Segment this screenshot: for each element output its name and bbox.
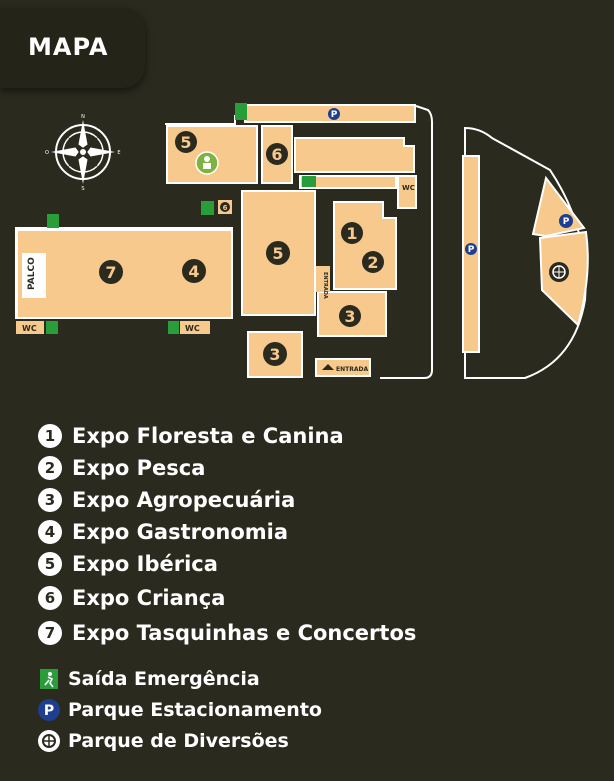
playground-icon bbox=[195, 151, 219, 175]
parking-icon: P bbox=[328, 108, 340, 120]
wc-right bbox=[397, 175, 417, 209]
emergency-exit-icon bbox=[302, 176, 316, 187]
entrance-side-label: ENTRADA bbox=[322, 272, 328, 299]
svg-text:2: 2 bbox=[367, 253, 378, 272]
area-number-4: 4 bbox=[182, 259, 206, 283]
emergency-exit-icon bbox=[47, 214, 59, 228]
area-top-right bbox=[294, 137, 415, 173]
area-number-3-right: 3 bbox=[339, 305, 361, 327]
legend-service: P Parque Estacionamento bbox=[38, 699, 322, 721]
wc-mid bbox=[180, 321, 210, 334]
map-title: MAPA bbox=[28, 33, 109, 61]
svg-text:3: 3 bbox=[344, 307, 355, 326]
stage bbox=[22, 253, 46, 298]
wc-right-label: WC bbox=[402, 184, 415, 192]
amusement-park-icon bbox=[549, 262, 569, 282]
compass-n: N bbox=[81, 114, 85, 120]
emergency-exit-icon bbox=[46, 321, 58, 334]
svg-text:6: 6 bbox=[271, 145, 282, 164]
svg-text:4: 4 bbox=[188, 262, 199, 281]
svg-text:3: 3 bbox=[269, 345, 280, 364]
area-number-6-small: 6 bbox=[218, 200, 232, 214]
svg-text:7: 7 bbox=[105, 263, 116, 282]
area-number-3-left: 3 bbox=[263, 342, 287, 366]
area-7 bbox=[16, 229, 233, 319]
area-exit-strip bbox=[299, 175, 397, 189]
svg-text:P: P bbox=[331, 110, 338, 120]
entrance-side-box bbox=[316, 266, 330, 292]
svg-text:5: 5 bbox=[272, 244, 283, 263]
area-number-5-top: 5 bbox=[175, 131, 197, 153]
area-number-1: 1 bbox=[341, 222, 363, 244]
wc-left-label: WC bbox=[22, 324, 37, 333]
svg-text:6: 6 bbox=[223, 204, 228, 212]
emergency-exit-icon bbox=[168, 321, 179, 334]
parking-icon: P bbox=[559, 214, 573, 228]
area-number-6: 6 bbox=[266, 143, 288, 165]
compass-s: S bbox=[81, 186, 84, 192]
area-number-7: 7 bbox=[99, 260, 123, 284]
emergency-exit-icon bbox=[235, 103, 247, 120]
svg-text:P: P bbox=[563, 217, 570, 227]
entrance-label-box bbox=[315, 358, 371, 377]
venue-map: N S E O PALCO WC WC WC ENTRADA ENTRADA bbox=[15, 103, 589, 379]
svg-text:5: 5 bbox=[180, 133, 191, 152]
emergency-exit-icon bbox=[38, 668, 60, 690]
legend-service: Parque de Diversões bbox=[38, 730, 289, 752]
svg-text:1: 1 bbox=[346, 224, 357, 243]
area-1-2 bbox=[333, 201, 397, 290]
parking-icon: P bbox=[38, 699, 60, 721]
parking-icon: P bbox=[465, 243, 477, 255]
wc-left bbox=[16, 321, 44, 334]
svg-text:P: P bbox=[44, 703, 54, 719]
stage-label: PALCO bbox=[27, 257, 37, 290]
entrance-label: ENTRADA bbox=[336, 366, 368, 373]
map-title-tab: MAPA bbox=[0, 8, 145, 88]
wc-mid-label: WC bbox=[185, 324, 200, 333]
legend-service: Saída Emergência bbox=[38, 668, 260, 690]
entrance-arrow-icon bbox=[322, 364, 334, 370]
parking-side bbox=[531, 175, 586, 238]
compass-e: E bbox=[117, 150, 120, 156]
svg-text:P: P bbox=[468, 245, 475, 255]
playground-icon bbox=[38, 730, 60, 752]
compass-w: O bbox=[45, 150, 49, 156]
area-number-2: 2 bbox=[362, 251, 384, 273]
compass-icon: N S E O bbox=[45, 114, 121, 192]
area-number-5-main: 5 bbox=[266, 241, 290, 265]
emergency-exit-icon bbox=[201, 201, 214, 215]
